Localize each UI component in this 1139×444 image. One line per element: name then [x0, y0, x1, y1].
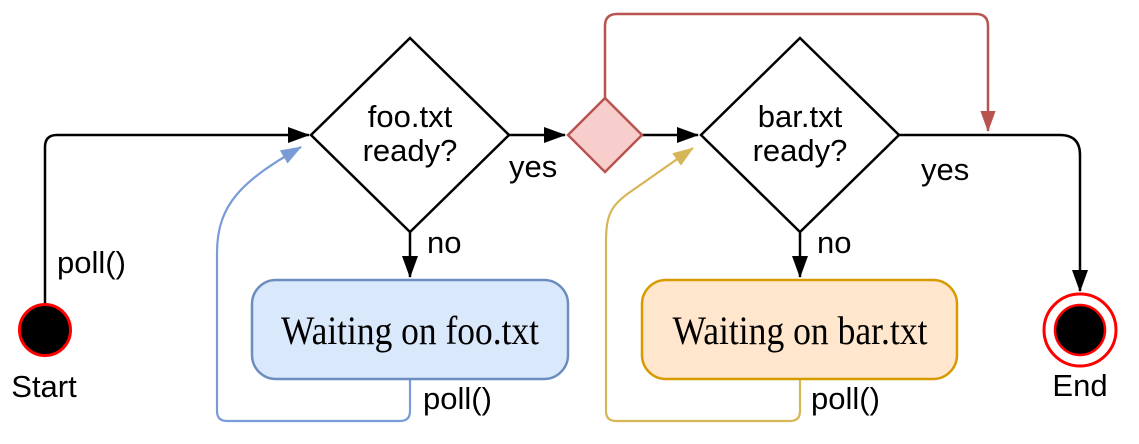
- start-label: Start: [11, 369, 77, 404]
- end-label: End: [1052, 368, 1107, 403]
- decision-foo-text-line1: foo.txt: [368, 99, 453, 134]
- merge-diamond: [566, 96, 644, 174]
- edge-merge-skip-to-end: [603, 12, 996, 132]
- edge-label-start-poll: poll(): [57, 245, 126, 280]
- edge-start-to-decision-foo: [43, 127, 310, 304]
- start-node: [18, 303, 72, 357]
- end-node: [1053, 303, 1107, 357]
- edge-label-foo-loop-poll: poll(): [423, 381, 492, 416]
- decision-bar-diamond: [699, 36, 901, 234]
- edge-wait-foo-poll-loop: [215, 146, 412, 423]
- wait-bar-label: Waiting on bar.txt: [673, 308, 928, 353]
- wait-foo-state-box: [250, 278, 570, 381]
- edge-label-foo-no: no: [427, 225, 461, 260]
- edge-label-bar-no: no: [817, 225, 851, 260]
- edge-wait-bar-poll-loop: [604, 147, 802, 423]
- edge-label-bar-loop-poll: poll(): [811, 381, 880, 416]
- decision-foo-diamond: [309, 36, 511, 234]
- decision-foo-text-line2: ready?: [363, 133, 458, 168]
- edge-bar-yes-to-end: [899, 133, 1088, 292]
- wait-bar-state-box: [640, 278, 959, 381]
- wait-foo-label: Waiting on foo.txt: [281, 308, 539, 353]
- edge-label-foo-yes: yes: [509, 149, 557, 184]
- edge-label-bar-yes: yes: [921, 152, 969, 187]
- decision-bar-text-line2: ready?: [753, 133, 848, 168]
- decision-bar-text-line1: bar.txt: [758, 99, 843, 134]
